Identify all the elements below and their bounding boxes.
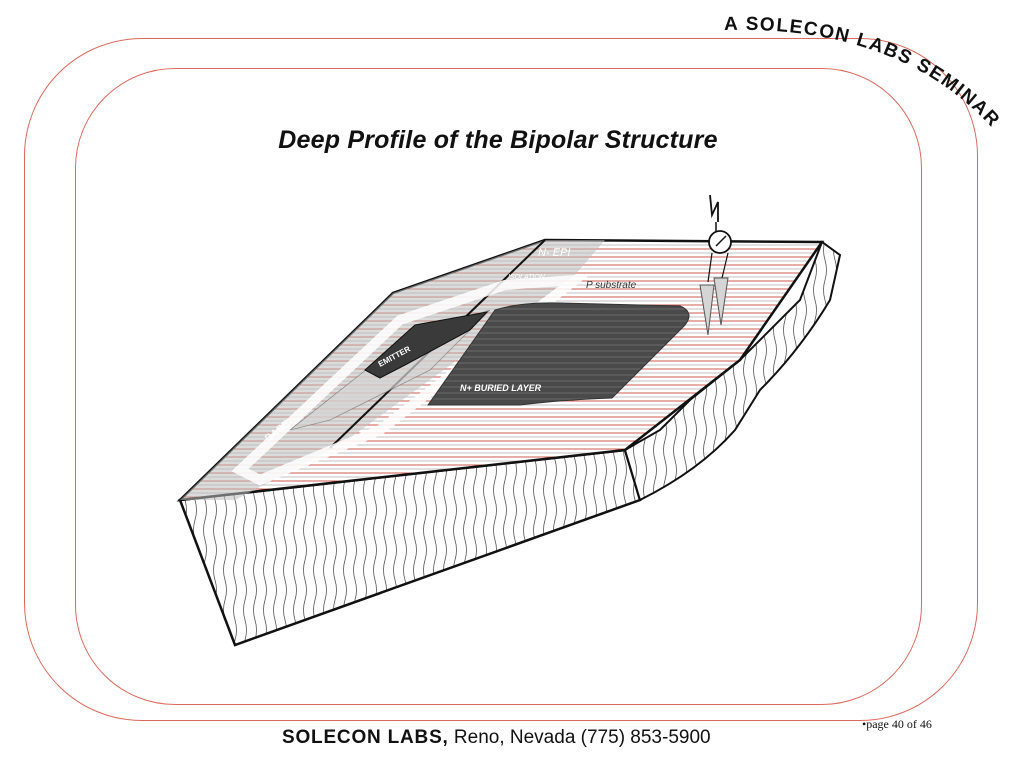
- page-number: •page 40 of 46: [862, 717, 932, 731]
- inner-rounded-frame: [75, 68, 922, 705]
- outer-rounded-frame: [24, 38, 978, 721]
- buried-layer: [427, 302, 690, 406]
- p-substrate-label: P substrate: [586, 280, 637, 291]
- right-cross-section: [623, 240, 842, 502]
- isolation-ring: [231, 273, 592, 486]
- probe-assembly: [699, 194, 732, 336]
- slide-title: Deep Profile of the Bipolar Structure: [278, 126, 718, 154]
- footer-brand: SOLECON LABS,: [282, 727, 449, 748]
- isolation-label: ISOLATION: [508, 274, 546, 281]
- buried-layer-label: N+ BURIED LAYER: [460, 383, 542, 393]
- footer: SOLECON LABS, Reno, Nevada (775) 853-590…: [282, 727, 711, 749]
- seminar-banner: A SOLECON LABS SEMINAR: [724, 14, 1004, 132]
- n-epi-label: N- EPI: [538, 247, 570, 259]
- footer-contact: Reno, Nevada (775) 853-5900: [448, 727, 711, 748]
- emitter-region: [364, 311, 489, 379]
